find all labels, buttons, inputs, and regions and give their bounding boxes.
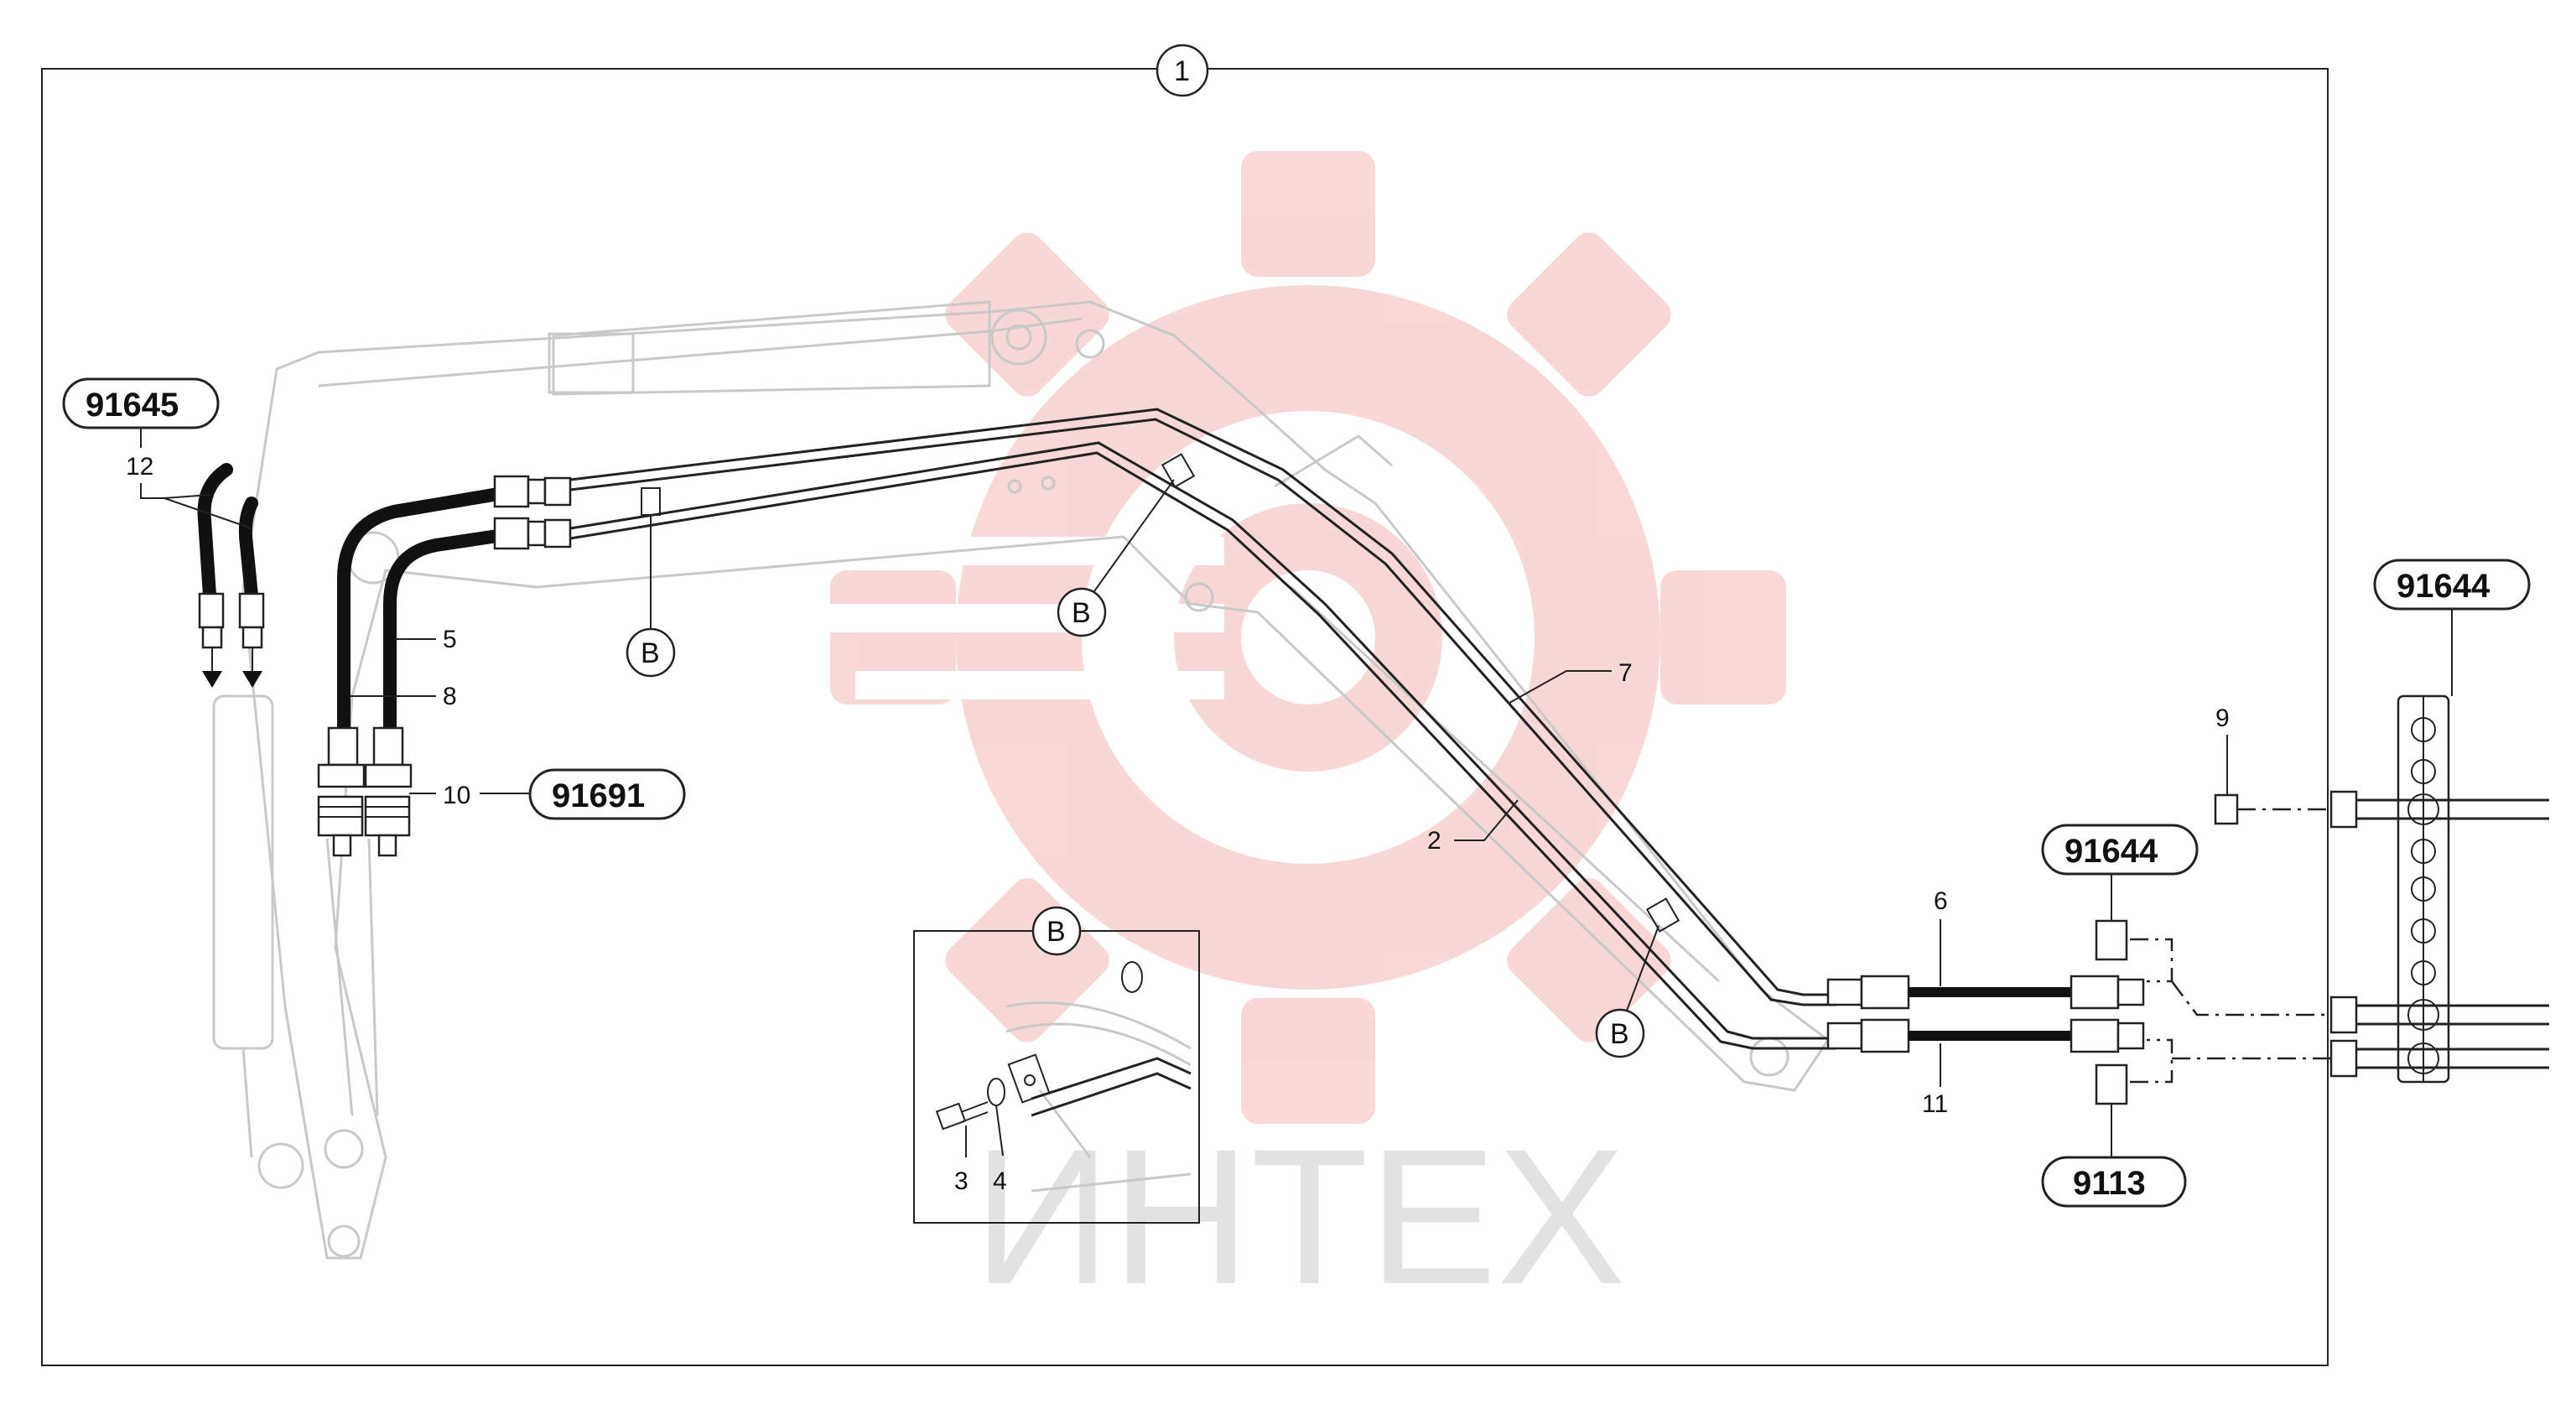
item-9: 9 xyxy=(2215,704,2230,732)
hose-fittings-top xyxy=(493,475,572,550)
pipe-line-7 xyxy=(569,408,1836,1006)
item-7: 7 xyxy=(1618,659,1633,687)
hose-12 xyxy=(197,463,258,602)
quick-couplers xyxy=(317,726,413,857)
callout-b-label: B xyxy=(1610,1018,1629,1050)
detail-b-inset: B xyxy=(913,906,1200,1224)
hose-5-8 xyxy=(337,486,510,736)
boom-arm-outline xyxy=(212,300,1831,1260)
detail-b-title: B xyxy=(1046,916,1066,948)
plug-9113 xyxy=(2095,1063,2128,1105)
plug-91644 xyxy=(2095,919,2128,961)
pipe-line-2 xyxy=(569,441,1836,1050)
part-code-text: 91644 xyxy=(2064,833,2158,870)
item-5: 5 xyxy=(443,626,457,653)
item-8: 8 xyxy=(443,683,457,710)
callout-b-2: B xyxy=(1057,479,1175,637)
part-code-text: 91645 xyxy=(86,387,179,424)
callout-b-label: B xyxy=(641,637,660,669)
callout-b-1: B xyxy=(626,515,676,678)
item-12: 12 xyxy=(126,453,153,481)
pipe-clamp xyxy=(1645,897,1680,933)
assembly-number: 1 xyxy=(1174,55,1190,87)
part-code-91691: 91691 xyxy=(528,768,686,820)
hose-12-fittings xyxy=(198,592,265,688)
watermark-logo xyxy=(755,151,1786,1124)
part-code-9113: 9113 xyxy=(2041,1104,2187,1208)
item-10: 10 xyxy=(443,782,470,809)
callout-b-3: B xyxy=(1595,925,1659,1058)
hoses-6-11 xyxy=(1826,975,2145,1053)
part-code-text: 9113 xyxy=(2073,1165,2146,1202)
item-2: 2 xyxy=(1427,827,1441,855)
pipe-clamp xyxy=(641,487,661,516)
item-11: 11 xyxy=(1922,1090,1948,1118)
hose-bracket-91644 xyxy=(2329,694,2549,1084)
item-4: 4 xyxy=(993,1167,1007,1195)
part-code-text: 91644 xyxy=(2397,568,2490,605)
part-code-91644-right: 91644 xyxy=(2373,559,2531,696)
part-code-91644-mid: 91644 xyxy=(2041,824,2199,921)
callout-b-label: B xyxy=(1072,597,1091,629)
part-code-text: 91691 xyxy=(552,777,645,814)
item-6: 6 xyxy=(1934,887,1948,915)
pipe-clamp xyxy=(1161,453,1196,488)
item-3: 3 xyxy=(954,1167,969,1195)
leader-dashes xyxy=(2130,808,2331,1084)
plug-9 xyxy=(2214,793,2239,825)
part-code-91645: 91645 xyxy=(62,377,220,429)
assembly-callout: 1 xyxy=(1156,44,1209,97)
watermark-text: ИНТЕХ xyxy=(973,1109,1626,1324)
